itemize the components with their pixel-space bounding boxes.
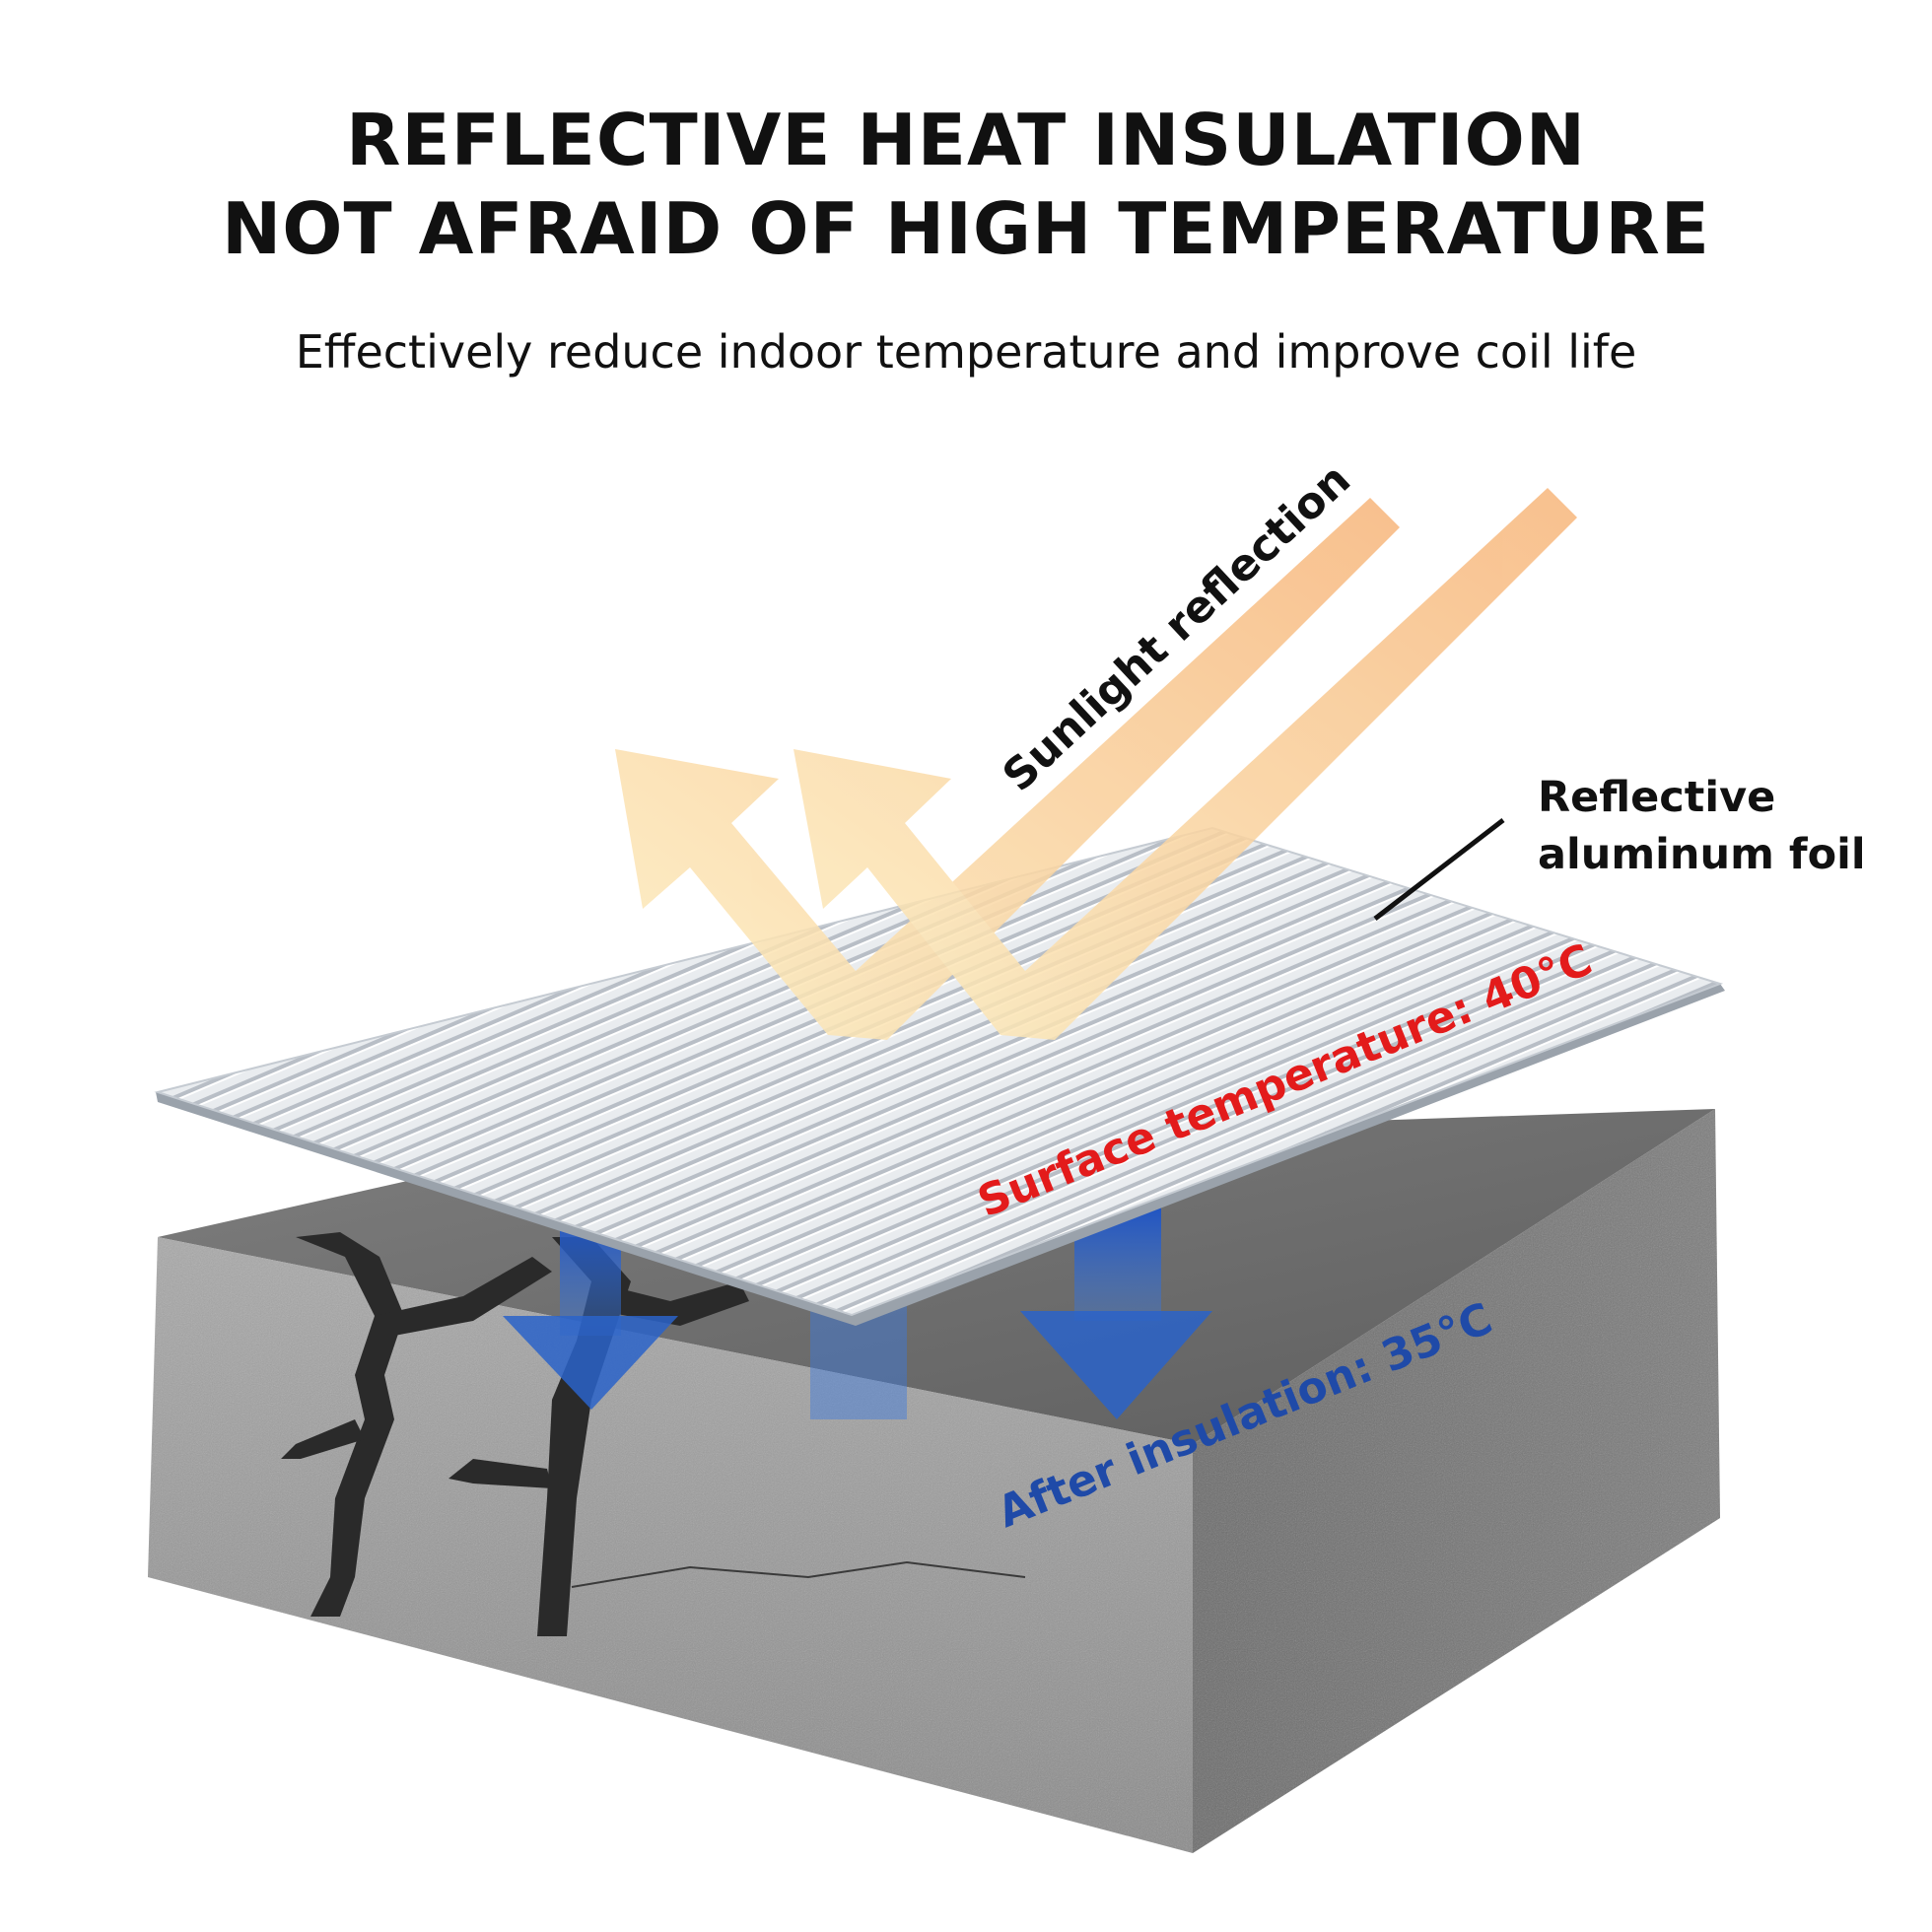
foil-surface	[154, 826, 1724, 1317]
subtitle: Effectively reduce indoor temperature an…	[295, 325, 1637, 379]
up-left-arrow-icon	[615, 498, 1400, 1040]
title-line-2: NOT AFRAID OF HIGH TEMPERATURE	[222, 187, 1710, 270]
foil-label-line-1: Reflective	[1538, 773, 1776, 822]
foil-leader-line	[1373, 818, 1505, 921]
aluminum-foil-sheet	[154, 826, 1725, 1326]
foil-label-line-2: aluminum foil	[1538, 830, 1866, 879]
sunlight-arrows	[615, 488, 1577, 1040]
concrete-block	[148, 1109, 1720, 1853]
up-left-arrow-icon	[794, 488, 1577, 1040]
title-line-1: REFLECTIVE HEAT INSULATION	[345, 99, 1587, 181]
hairline-crack	[571, 1560, 1026, 1588]
foil-label: Reflective aluminum foil	[1538, 769, 1866, 883]
